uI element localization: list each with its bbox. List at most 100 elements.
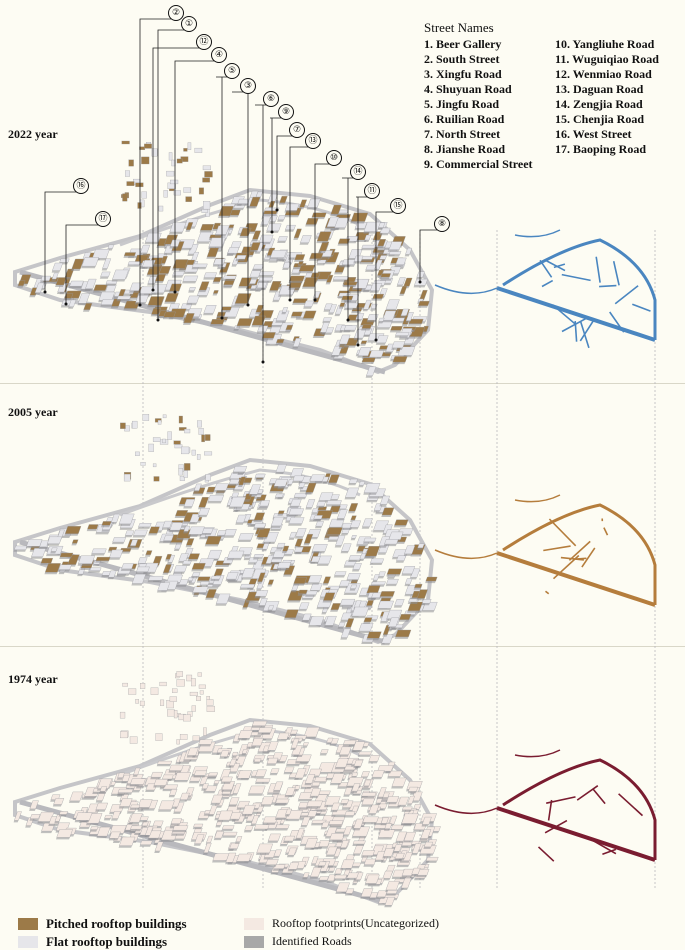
building-roof [223, 529, 237, 536]
network-street [579, 318, 595, 342]
building-block [213, 780, 220, 786]
building-roof [192, 586, 209, 593]
building-roof [285, 225, 296, 230]
building-roof [396, 555, 407, 561]
building-block [327, 820, 344, 827]
building-roof [117, 788, 134, 793]
building-block [351, 279, 370, 291]
building-roof [258, 271, 275, 276]
street-name-4: 4. Shuyuan Road [424, 82, 512, 96]
building-roof [285, 324, 294, 330]
outlying-building [167, 709, 175, 717]
network-street [544, 590, 550, 595]
building-roof [425, 576, 438, 582]
building-block [293, 228, 302, 240]
building-roof [363, 617, 373, 623]
building-roof [298, 602, 310, 610]
building-roof [361, 792, 377, 797]
building-roof [52, 262, 64, 271]
building-block [337, 238, 351, 246]
building-roof [338, 334, 351, 345]
building-roof [152, 820, 164, 827]
building-roof [71, 539, 79, 544]
network-street [603, 527, 609, 536]
building-roof [182, 275, 199, 282]
building-block [173, 565, 188, 574]
building-roof [213, 290, 219, 294]
building-roof [400, 308, 410, 316]
building-roof [341, 295, 354, 301]
building-roof [361, 244, 376, 249]
building-block [284, 225, 296, 232]
building-roof [306, 800, 323, 807]
street-name-12: 12. Wenmiao Road [555, 67, 652, 81]
building-roof [183, 313, 195, 324]
building-roof [69, 280, 84, 287]
building-roof [275, 798, 290, 804]
marker-leader-dot [374, 338, 378, 342]
legend-item-roads: Identified Roads [244, 934, 352, 949]
outlying-building [192, 735, 200, 741]
building-roof [26, 539, 43, 547]
building-block [164, 293, 179, 304]
building-roof [371, 770, 385, 778]
building-roof [251, 315, 266, 326]
building-block [148, 526, 160, 536]
outlying-building [204, 451, 213, 456]
outlying-building [194, 147, 203, 153]
outlying-building [151, 148, 158, 157]
building-roof [351, 535, 357, 539]
building-roof [273, 479, 289, 487]
building-roof [222, 275, 237, 280]
building-block [81, 257, 100, 269]
building-block [270, 516, 285, 528]
street-name-8: 8. Jianshe Road [424, 142, 506, 156]
legend-swatch-footprints [244, 917, 264, 930]
outlying-building [153, 476, 160, 482]
building-block [387, 241, 403, 252]
building-roof [214, 483, 229, 491]
building-block [234, 293, 252, 306]
outlying-building [174, 444, 183, 449]
building-roof [313, 515, 323, 520]
building-block [290, 268, 303, 275]
building-roof [414, 583, 423, 588]
building-roof [252, 264, 264, 270]
building-roof [267, 833, 281, 842]
legend-swatch-pitched [18, 918, 38, 930]
building-block [147, 296, 165, 308]
building-roof [395, 332, 410, 336]
building-roof [200, 224, 215, 231]
building-block [162, 311, 176, 320]
building-block [346, 573, 361, 582]
building-block [117, 788, 134, 795]
building-block [302, 310, 317, 321]
building-roof [288, 517, 305, 524]
building-roof [316, 501, 326, 507]
building-roof [231, 752, 239, 756]
network-street [595, 256, 601, 283]
building-block [361, 324, 372, 331]
building-block [251, 315, 266, 328]
building-roof [258, 277, 274, 282]
building-roof [238, 533, 254, 541]
building-roof [197, 576, 211, 581]
building-roof [425, 857, 439, 862]
building-roof [112, 269, 129, 280]
building-roof [418, 300, 430, 306]
building-block [322, 317, 332, 324]
building-roof [269, 281, 282, 291]
outlying-building [142, 414, 150, 421]
building-roof [322, 576, 331, 584]
building-block [213, 831, 225, 841]
outlying-building [183, 187, 192, 193]
building-roof [102, 258, 112, 269]
building-block [198, 281, 210, 293]
building-block [129, 825, 143, 832]
building-roof [203, 272, 217, 278]
building-block [343, 325, 358, 333]
building-block [86, 524, 99, 532]
outlying-building [120, 422, 126, 429]
building-roof [284, 203, 300, 211]
building-roof [378, 829, 396, 838]
